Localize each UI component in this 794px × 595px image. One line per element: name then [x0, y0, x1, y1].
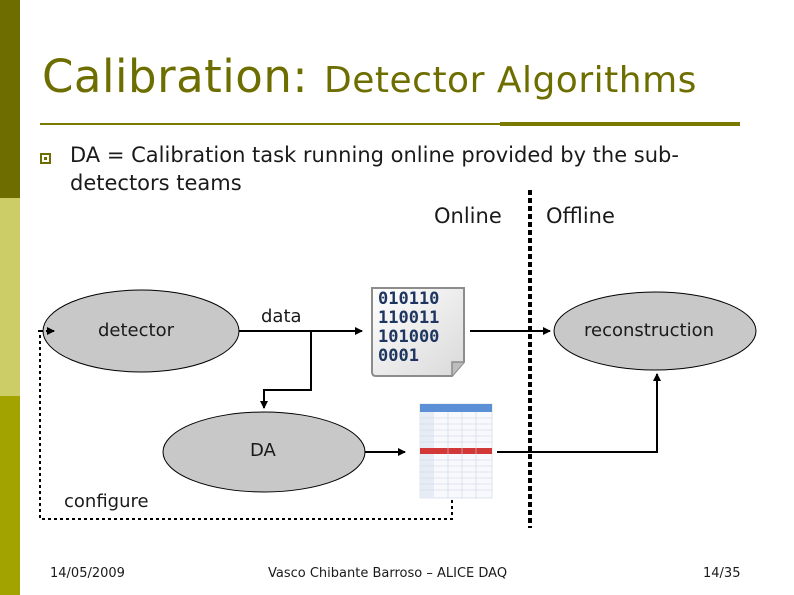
footer-page-number: 14/35: [703, 566, 741, 581]
binary-line-2: 110011: [378, 308, 440, 328]
arrow-table-to-reconstruction: [497, 373, 661, 453]
data-label: data: [261, 306, 302, 327]
detector-label: detector: [98, 320, 174, 341]
arrow-data-to-da: [260, 331, 312, 409]
title-main: Calibration:: [42, 50, 309, 103]
data-file-icon: [371, 287, 465, 377]
sidebar-band-dark: [0, 0, 20, 198]
configure-label: configure: [64, 491, 149, 512]
calibration-table-icon: [419, 403, 493, 499]
sidebar-stripe: [0, 0, 20, 595]
title-rule: [40, 123, 500, 125]
title-sub: Detector Algorithms: [324, 60, 697, 101]
footer-date: 14/05/2009: [50, 566, 125, 581]
binary-line-1: 010110: [378, 289, 440, 309]
reconstruction-ellipse: [553, 291, 757, 371]
configure-loop-line: [37, 330, 453, 520]
sidebar-band-light: [0, 198, 20, 396]
bullet-icon: [40, 153, 51, 164]
online-label: Online: [434, 204, 502, 228]
title-rule-accent: [500, 122, 740, 126]
sidebar-band-mid: [0, 396, 20, 595]
slide-title: Calibration: Detector Algorithms: [42, 50, 697, 103]
reconstruction-label: reconstruction: [584, 320, 715, 341]
da-label: DA: [250, 440, 276, 461]
binary-line-3: 101000: [378, 327, 440, 347]
binary-line-4: 0001: [378, 346, 419, 366]
footer-author: Vasco Chibante Barroso – ALICE DAQ: [268, 566, 508, 581]
bullet-text: DA = Calibration task running online pro…: [70, 143, 679, 195]
offline-label: Offline: [546, 204, 615, 228]
